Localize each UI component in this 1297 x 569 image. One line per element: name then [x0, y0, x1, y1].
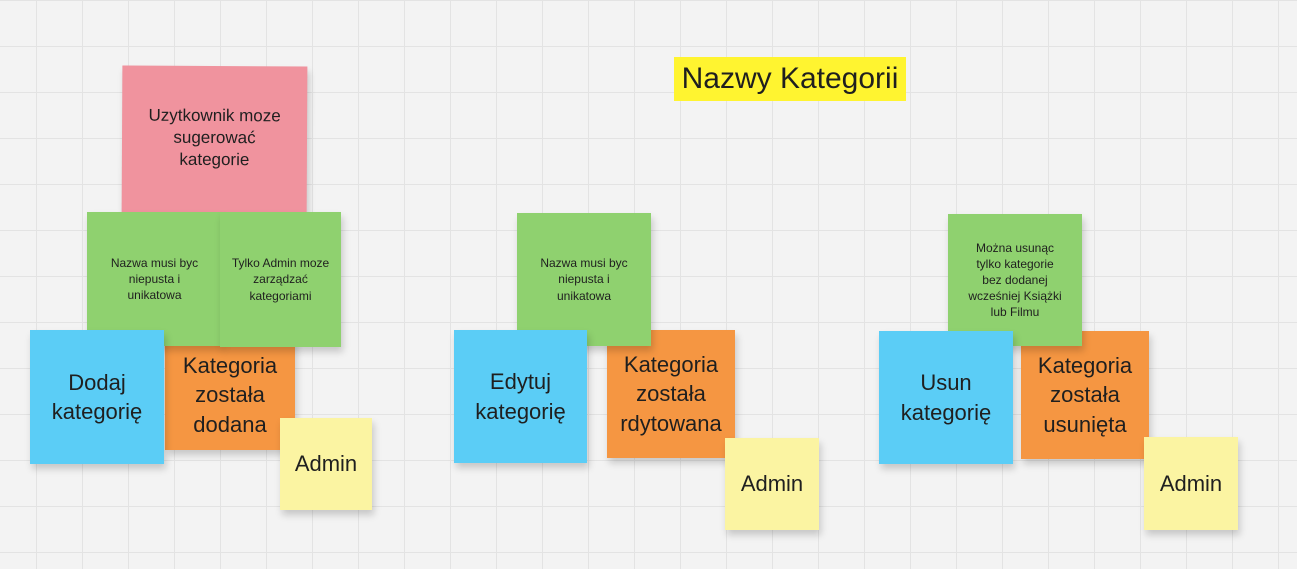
- event-note-text: Kategoria została usunięta: [1037, 353, 1133, 437]
- rule-note-name-unique[interactable]: Nazwa musi byc niepusta i unikatowa: [87, 212, 222, 346]
- event-note-added[interactable]: Kategoria została dodana: [165, 328, 295, 450]
- action-note-add-category[interactable]: Dodaj kategorię: [30, 330, 164, 464]
- actor-note-text: Admin: [740, 471, 804, 497]
- event-note-edited[interactable]: Kategoria została rdytowana: [607, 330, 735, 458]
- actor-note-admin[interactable]: Admin: [1144, 437, 1238, 530]
- action-note-text: Dodaj kategorię: [51, 369, 143, 424]
- action-note-delete-category[interactable]: Usun kategorię: [879, 331, 1013, 464]
- action-note-edit-category[interactable]: Edytuj kategorię: [454, 330, 587, 463]
- rule-note-text: Można usunąc tylko kategorie bez dodanej…: [968, 240, 1062, 320]
- rule-note-name-unique[interactable]: Nazwa musi byc niepusta i unikatowa: [517, 213, 651, 346]
- actor-note-text: Admin: [294, 451, 358, 477]
- event-note-text: Kategoria została dodana: [182, 353, 278, 437]
- action-note-text: Edytuj kategorię: [475, 369, 566, 424]
- rule-note-delete-condition[interactable]: Można usunąc tylko kategorie bez dodanej…: [948, 214, 1082, 346]
- event-note-text: Kategoria została rdytowana: [620, 352, 722, 436]
- rule-note-text: Nazwa musi byc niepusta i unikatowa: [110, 255, 199, 303]
- suggestion-note-text: Uzytkownik moze sugerować kategorie: [148, 105, 281, 170]
- action-note-text: Usun kategorię: [900, 370, 992, 425]
- actor-note-admin[interactable]: Admin: [725, 438, 819, 530]
- suggestion-note[interactable]: Uzytkownik moze sugerować kategorie: [121, 65, 308, 217]
- event-note-deleted[interactable]: Kategoria została usunięta: [1021, 331, 1149, 459]
- board-title[interactable]: Nazwy Kategorii: [674, 57, 906, 101]
- board-title-text: Nazwy Kategorii: [681, 62, 899, 95]
- actor-note-admin[interactable]: Admin: [280, 418, 372, 510]
- rule-note-text: Nazwa musi byc niepusta i unikatowa: [540, 256, 628, 303]
- actor-note-text: Admin: [1159, 470, 1223, 496]
- rule-note-text: Tylko Admin moze zarządzać kategoriami: [231, 256, 330, 303]
- rule-note-admin-only[interactable]: Tylko Admin moze zarządzać kategoriami: [220, 212, 341, 347]
